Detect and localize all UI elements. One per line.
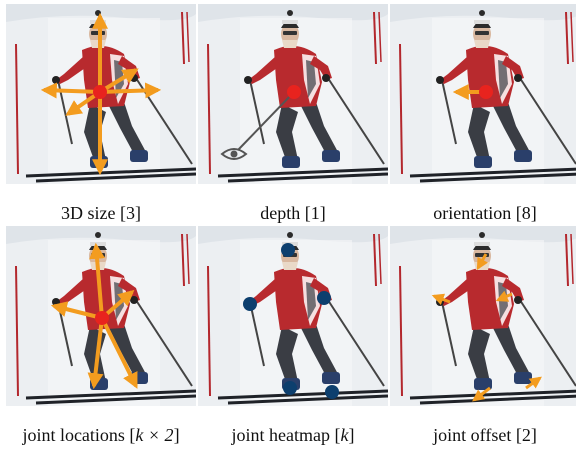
panel-orientation [390,4,576,184]
panel-joint-heatmap [198,226,388,406]
depth-ray [237,91,295,151]
caption-3d-size: 3D size [3] [61,203,141,223]
skier-image-depth [198,4,388,184]
skier-image-orientation [390,4,576,184]
panel-joint-offset [390,226,576,406]
caption-joint-heatmap-math: k [340,425,349,445]
caption-joint-offset: joint offset [2] [433,425,537,445]
caption-joint-heatmap-post: ] [348,425,355,445]
caption-joint-heatmap-pre: joint heatmap [ [231,425,341,445]
caption-depth: depth [1] [260,203,326,223]
caption-orientation: orientation [8] [433,203,537,223]
joint-heatmap-points [243,243,339,399]
center-point [479,85,493,99]
caption-joint-locations-math: k × 2 [135,425,174,445]
caption-joint-locations-post: ] [173,425,180,445]
center-point [95,311,109,325]
center-point [93,85,107,99]
skier-image-joint-offset [390,226,576,406]
caption-joint-heatmap: joint heatmap [k] [197,424,389,446]
panel-3d-size [6,4,196,184]
panel-depth [198,4,388,184]
center-point [287,85,301,99]
skier-image-joint-heatmap [198,226,388,406]
caption-joint-locations: joint locations [k × 2] [5,424,197,446]
caption-joint-locations-pre: joint locations [ [22,425,136,445]
panel-joint-locations [6,226,196,406]
joint-offset-arrows [431,253,542,402]
skier-image-joint-locations [6,226,196,406]
eye-icon [220,148,248,160]
skier-image-size [6,4,196,184]
